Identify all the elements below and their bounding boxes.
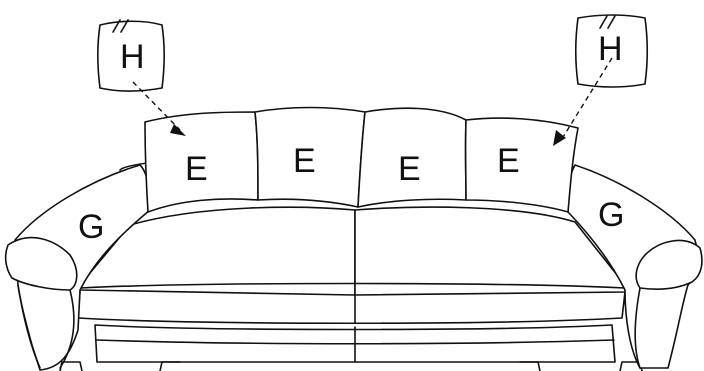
- label-arm-left: G: [78, 208, 104, 246]
- label-cushion-2: E: [293, 142, 316, 180]
- label-pillow-right: H: [598, 30, 623, 68]
- label-arm-right: G: [598, 196, 624, 234]
- label-cushion-4: E: [497, 142, 520, 180]
- label-cushion-1: E: [185, 150, 208, 188]
- label-cushion-3: E: [398, 150, 421, 188]
- back-cushion-4: [466, 118, 578, 212]
- label-pillow-left: H: [120, 38, 145, 76]
